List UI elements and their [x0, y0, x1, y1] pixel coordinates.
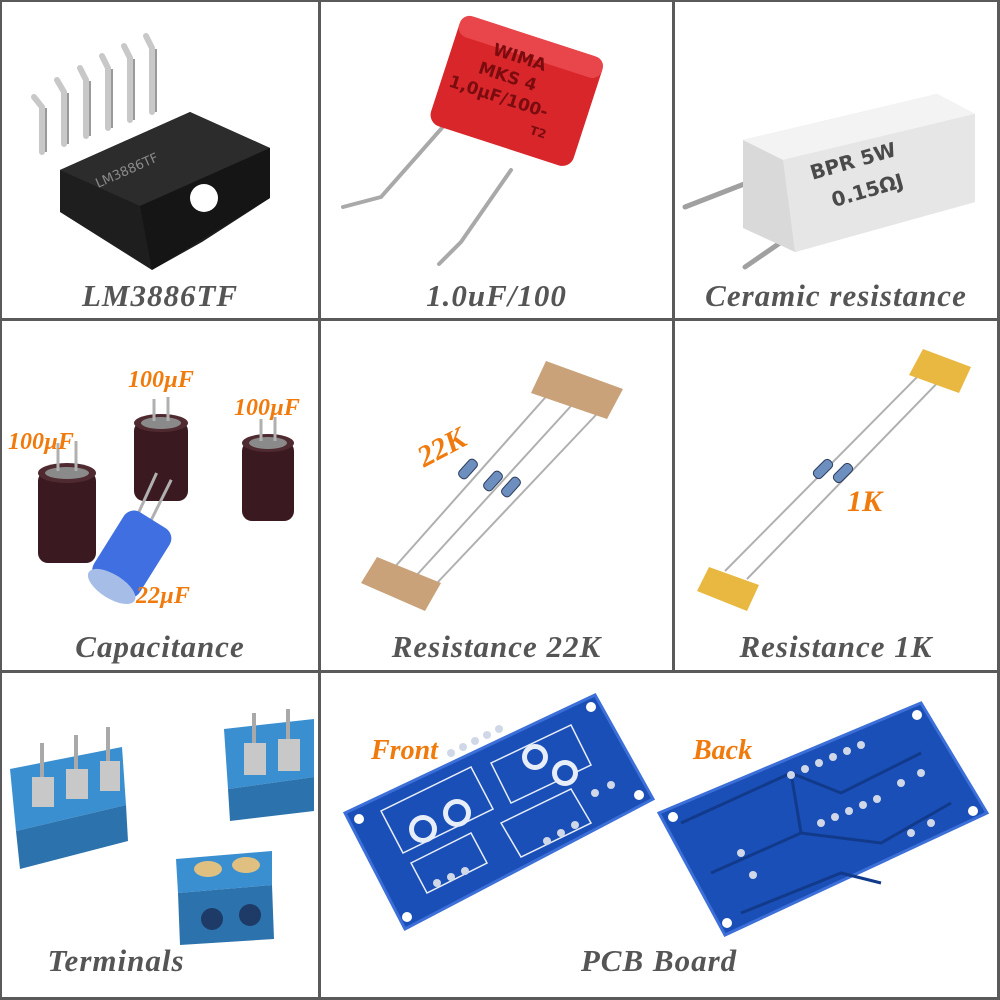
pcb-board-image [342, 693, 990, 937]
grid-col-divider-1 [318, 0, 321, 1000]
grid-border-bottom [0, 997, 1000, 1000]
caption-lm3886: LM3886TF [81, 278, 239, 313]
grid-col-divider-2 [672, 0, 675, 672]
cell-film-capacitor: WIMA MKS 4 1,0µF/100- T2 1.0uF/100 [321, 2, 672, 318]
caption-capacitance: Capacitance [75, 629, 245, 664]
label-1k: 1K [847, 485, 883, 518]
cell-ceramic-resistor: BPR 5W 0.15ΩJ Ceramic resistance [675, 2, 997, 318]
terminal-2pin-lower [176, 851, 274, 945]
grid-row-divider-1 [0, 318, 1000, 321]
cell-pcb-board: Front Back PCB Board [321, 673, 997, 997]
label-pcb-back: Back [693, 735, 753, 766]
grid-border-top [0, 0, 1000, 2]
caption-resistor-1k: Resistance 1K [739, 629, 933, 664]
pcb-front [342, 693, 656, 932]
grid-border-left [0, 0, 2, 1000]
capacitor-center [134, 397, 188, 501]
cell-resistor-1k: 1K Resistance 1K [675, 321, 997, 670]
caption-ceramic-resistor: Ceramic resistance [705, 278, 967, 313]
caption-resistor-22k: Resistance 22K [391, 629, 602, 664]
label-100uf-left: 100µF [8, 429, 74, 455]
resistor-1k-image [697, 349, 971, 611]
cell-resistor-22k: 22K Resistance 22K [321, 321, 672, 670]
label-22uf: 22µF [136, 583, 190, 609]
cell-terminals: Terminals [2, 673, 318, 997]
label-pcb-front: Front [371, 735, 438, 766]
grid-border-right [997, 0, 1000, 1000]
ceramic-resistor-image: BPR 5W 0.15ΩJ [682, 94, 975, 270]
lm3886-chip-image: LM3886TF [31, 33, 270, 270]
terminal-3pin [10, 727, 128, 869]
caption-terminals: Terminals [47, 943, 185, 978]
terminals-image [10, 709, 314, 945]
terminal-2pin-upper [224, 709, 314, 821]
cell-lm3886: LM3886TF LM3886TF [2, 2, 318, 318]
film-capacitor-image: WIMA MKS 4 1,0µF/100- T2 [341, 15, 604, 266]
caption-film-capacitor: 1.0uF/100 [426, 278, 567, 313]
film-capacitor-marking-4: T2 [528, 123, 548, 141]
cell-electrolytic-capacitors: 100µF 100µF 100µF 22µF Capacitance [2, 321, 318, 670]
pcb-back [656, 701, 990, 937]
electrolytic-capacitors-image [38, 397, 294, 605]
grid-row-divider-2 [0, 670, 1000, 673]
caption-pcb-board: PCB Board [580, 943, 738, 978]
capacitor-left [38, 441, 96, 563]
capacitor-blue [87, 472, 173, 605]
label-100uf-right: 100µF [234, 395, 300, 421]
label-100uf-center: 100µF [128, 367, 194, 393]
capacitor-right [242, 417, 294, 521]
resistor-22k-image [361, 361, 623, 611]
